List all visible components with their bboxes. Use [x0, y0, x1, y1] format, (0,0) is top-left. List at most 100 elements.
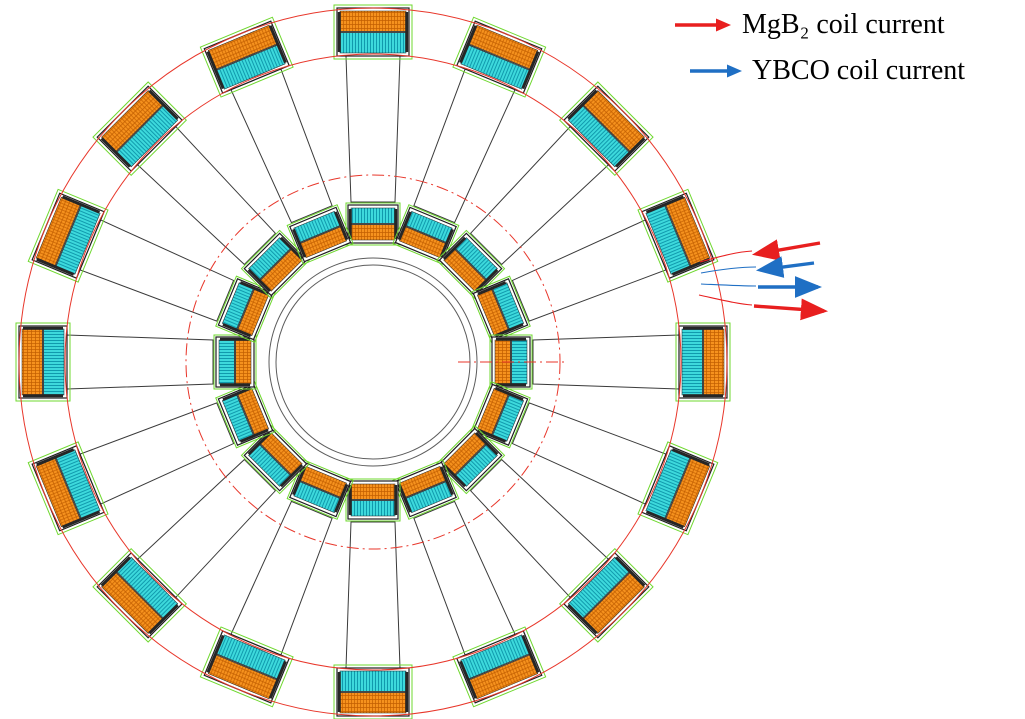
inner-coil-divider	[299, 225, 341, 244]
outer-coil-impregnation-outline	[675, 322, 731, 402]
outer-coil-impregnation-outline	[27, 188, 109, 283]
inner-coil-end-plate	[494, 323, 524, 338]
outer-coil-end-plate	[206, 50, 225, 90]
pole-6	[435, 424, 654, 643]
inner-coil-end-plate	[477, 428, 507, 443]
outer-coil-end-plate	[268, 25, 287, 64]
lead-current-arrow-0	[751, 239, 821, 261]
pole-spoke	[345, 521, 401, 669]
pole-spoke	[511, 402, 667, 505]
outer-coil-end-plate	[645, 510, 685, 529]
outer-coil-inner-winding	[339, 32, 407, 54]
mgb2-current-arrow-icon	[675, 18, 731, 32]
inner-coil-end-plate	[334, 211, 349, 241]
inner-coil-divider	[454, 443, 487, 476]
legend: MgB₂ coil current YBCO coil current	[672, 2, 965, 94]
outer-coil-outer-winding	[21, 328, 43, 396]
inner-coil-divider	[491, 288, 510, 330]
pole-spoke	[511, 219, 667, 322]
inner-coil-end-plate	[222, 323, 252, 338]
outer-coil-impregnation-outline	[558, 81, 654, 177]
outer-coil-divider	[216, 44, 278, 71]
inner-coil-end-plate	[439, 228, 454, 258]
outer-coil-divider	[55, 205, 82, 267]
guide-circle-0	[18, 7, 728, 717]
outer-coil-end-plate	[405, 672, 409, 712]
inner-coil-impregnation-outline	[392, 204, 460, 265]
inner-coil-divider	[259, 443, 292, 476]
pole-7	[392, 459, 547, 708]
pole-spoke	[413, 68, 516, 224]
inner-coil-divider	[236, 288, 255, 330]
outer-coil-end-plate	[521, 634, 540, 674]
inner-coil-end-plate	[397, 211, 412, 241]
outer-coil-end-plate	[148, 603, 179, 635]
inner-coil-impregnation-outline	[286, 204, 354, 265]
ybco-current-arrow-icon	[690, 64, 742, 78]
outer-coil-end-plate	[567, 603, 598, 635]
outer-coil-divider	[55, 457, 82, 519]
inner-coil-divider	[405, 480, 447, 499]
outer-coil-divider	[664, 205, 691, 267]
lead-current-arrow-1	[755, 256, 815, 278]
inner-coil-impregnation-outline	[240, 424, 311, 495]
inner-coil-impregnation-outline	[240, 229, 311, 300]
inner-coil-end-plate	[292, 228, 307, 258]
outer-coil-end-plate	[645, 195, 685, 214]
outer-coil-end-plate	[206, 634, 225, 674]
inner-coil-impregnation-outline	[213, 334, 257, 390]
outer-coil-impregnation-outline	[637, 441, 719, 536]
inner-coil-end-plate	[247, 268, 272, 293]
inner-coil-end-plate	[292, 466, 307, 496]
outer-coil-end-plate	[268, 660, 287, 699]
inner-coil-end-plate	[348, 209, 352, 239]
inner-coil-end-plate	[394, 485, 398, 515]
outer-coil-impregnation-outline	[92, 547, 188, 643]
pole-spoke	[79, 402, 235, 505]
inner-coil-end-plate	[239, 428, 269, 443]
pole-9	[199, 459, 354, 708]
inner-coil-end-plate	[496, 383, 526, 387]
outer-coil-inner-winding	[681, 328, 703, 396]
inner-coil-impregnation-outline	[470, 381, 531, 449]
outer-coil-end-plate	[521, 50, 540, 90]
inner-coil-impregnation-outline	[286, 459, 354, 520]
inner-coil-divider	[491, 394, 510, 436]
pole-spoke	[79, 219, 235, 322]
inner-coil-divider	[259, 248, 292, 281]
inner-coil-impregnation-outline	[345, 478, 401, 522]
outer-coil-divider	[582, 105, 630, 153]
inner-coil-outer-winding	[350, 207, 396, 224]
lead-wire-3	[698, 294, 753, 306]
outer-coil-divider	[468, 44, 530, 71]
inner-coil-end-plate	[222, 386, 252, 401]
outer-coil-end-plate	[683, 326, 723, 330]
outer-coil-impregnation-outline	[452, 626, 547, 708]
pole-spoke	[230, 68, 333, 224]
outer-coil-impregnation-outline	[199, 626, 294, 708]
outer-coil-end-plate	[459, 25, 478, 64]
inner-coil-impregnation-outline	[345, 202, 401, 246]
outer-coil-inner-winding	[43, 328, 65, 396]
outer-coil-divider	[468, 653, 530, 680]
outer-coil-impregnation-outline	[333, 664, 413, 719]
legend-label-ybco: YBCO coil current	[752, 55, 966, 86]
outer-coil-divider	[116, 105, 164, 153]
lead-current-arrow-3	[753, 298, 829, 321]
inner-coil-outer-winding	[350, 500, 396, 517]
inner-coil-end-plate	[397, 483, 412, 513]
inner-coil-impregnation-outline	[392, 459, 460, 520]
outer-coil-divider	[216, 653, 278, 680]
inner-coil-end-plate	[279, 236, 304, 261]
outer-coil-end-plate	[61, 195, 101, 214]
inner-coil-impregnation-outline	[470, 275, 531, 343]
outer-coil-outer-winding	[339, 692, 407, 714]
outer-coil-end-plate	[337, 672, 341, 712]
outer-coil-impregnation-outline	[333, 4, 413, 60]
inner-coil-inner-winding	[350, 483, 396, 500]
inner-coil-end-plate	[494, 386, 524, 401]
outer-coil-impregnation-outline	[27, 441, 109, 536]
outer-coil-divider	[116, 571, 164, 619]
pole-11	[27, 381, 276, 536]
outer-coil-end-plate	[100, 137, 132, 168]
